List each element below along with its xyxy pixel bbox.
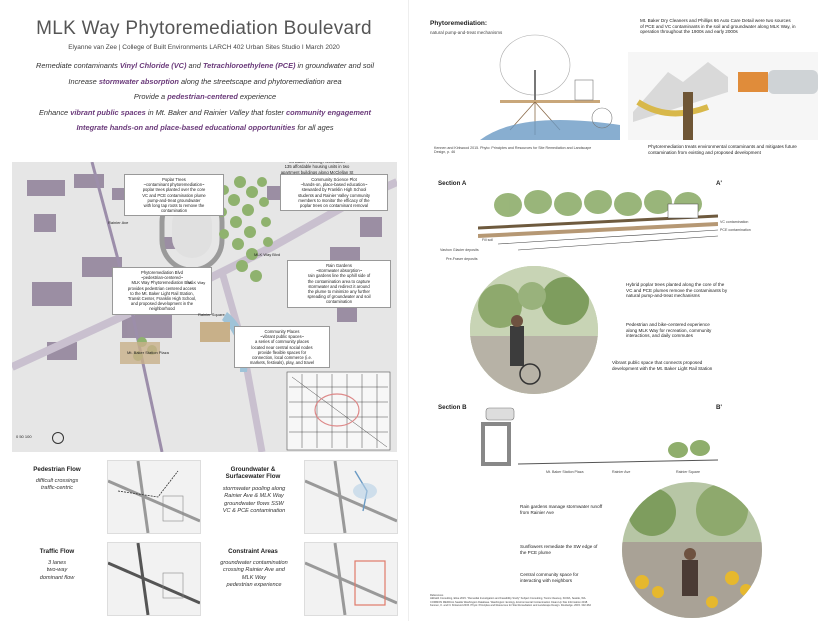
mlk-way-label: MLK Way	[188, 280, 206, 285]
analysis-title-constraints: Constraint Areas	[228, 548, 278, 555]
rainier-ave-label: Rainier Ave	[108, 220, 129, 225]
analysis-title-pedestrian: Pedestrian Flow	[33, 466, 81, 473]
groundwater-flow-diagram	[304, 460, 398, 534]
phytoremediation-blvd-note: Phytoremediation Blvd ~pedestrian-center…	[112, 267, 212, 315]
section-a-end-label: A'	[716, 180, 722, 187]
proposed-development-note: Proposed Development ~Mt Baker Housing A…	[280, 162, 354, 175]
scale-bar: 0 50 100	[16, 434, 32, 439]
site-analysis: Pedestrian Flow difficult crossings traf…	[12, 460, 398, 618]
analysis-desc-traffic: 3 lanes two-way dominant flow	[39, 560, 75, 581]
section-b-end-label: B'	[716, 404, 722, 411]
pce-contamination-label: PCE contamination	[720, 228, 751, 232]
station-plaza-section-label: Mt. Baker Station Plaza	[546, 470, 584, 474]
vashon-deposits-label: Vashon Glacier deposits	[440, 248, 479, 252]
site-plan-map: Proposed Development ~Mt Baker Housing A…	[12, 162, 397, 452]
pedestrian-flow-diagram	[107, 460, 201, 534]
section-b-drawing	[478, 402, 719, 472]
fill-soil-label: Fill soil	[482, 238, 493, 242]
analysis-desc-constraints: groundwater contamination crossing Raini…	[220, 560, 288, 589]
pre-fraser-deposits-label: Pre-Fraser deposits	[446, 257, 478, 261]
contamination-sources-illustration	[628, 52, 818, 140]
rain-gardens-caption: Rain gardens manage stormwater runoff fr…	[520, 504, 603, 515]
phyto-tree-diagram	[480, 30, 620, 140]
north-arrow-icon	[52, 432, 64, 444]
analysis-desc-groundwater: stormwater pooling along Rainier Ave & M…	[222, 486, 286, 515]
vc-contamination-label: VC contamination	[720, 220, 749, 224]
traffic-flow-diagram	[107, 542, 201, 616]
central-space-caption: Central community space for interacting …	[520, 572, 579, 583]
sunflowers-caption: Sunflowers remediate the SW edge of the …	[520, 544, 598, 555]
column-divider	[408, 0, 409, 621]
analysis-title-groundwater: Groundwater & Surfacewater Flow	[225, 466, 281, 480]
goal-pedestrian: Provide a pedestrian-centered experience	[133, 92, 277, 102]
section-a-label: Section A	[438, 180, 467, 187]
goals-list: Remediate contaminants Vinyl Chloride (V…	[20, 58, 390, 136]
phyto-heading: Phytoremediation:	[430, 20, 488, 27]
contamination-history: Mt. Baker Dry Cleaners and Phillips 66 A…	[640, 18, 796, 35]
rain-gardens-note: Rain Gardens ~stormwater absorption~ rai…	[287, 260, 391, 308]
phyto-treats-caption: Phytoremediation treats environmental co…	[648, 144, 797, 155]
section-a-perspective-image	[470, 266, 598, 394]
goal-public-space: Enhance vibrant public spaces in Mt. Bak…	[38, 107, 372, 117]
phyto-source: Kennen and Kirkwood 2015. Phyto: Princip…	[434, 146, 592, 155]
poplar-trees-caption: Hybrid poplar trees planted along the co…	[626, 282, 728, 299]
mlk-blvd-label: MLK Way Blvd	[254, 252, 281, 257]
analysis-desc-pedestrian: difficult crossings traffic-centric	[35, 478, 79, 492]
poster-title: MLK Way Phytoremediation Boulevard	[36, 18, 372, 39]
poster-author: Elyanne van Zee | College of Built Envir…	[68, 44, 340, 51]
rainier-square-label: Rainier Square	[198, 312, 225, 317]
vibrant-public-space-caption: Vibrant public space that connects propo…	[612, 360, 713, 371]
rainier-square-section-label: Rainier Square	[676, 470, 700, 474]
pedestrian-experience-caption: Pedestrian and bike-centered experience …	[626, 322, 712, 339]
station-plaza-label: Mt. Baker Station Plaza	[127, 350, 169, 355]
goal-contaminants: Remediate contaminants Vinyl Chloride (V…	[36, 61, 374, 70]
goal-stormwater: Increase stormwater absorption along the…	[68, 76, 342, 86]
phyto-subheading: natural pump-and-treat mechanisms	[430, 30, 503, 35]
analysis-title-traffic: Traffic Flow	[39, 548, 75, 555]
section-a-drawing	[477, 190, 719, 260]
goal-education: Integrate hands-on and place-based educa…	[76, 123, 334, 133]
poplar-trees-note: Poplar Trees ~contaminant phytoremediati…	[124, 174, 224, 217]
rainier-ave-section-label: Rainier Ave	[612, 470, 631, 474]
references: References Alkhatib Consulting, Elise 20…	[430, 594, 591, 608]
community-places-note: Community Places ~vibrant public spaces~…	[234, 326, 330, 369]
section-b-label: Section B	[438, 404, 467, 411]
constraint-areas-diagram	[304, 542, 398, 616]
science-plot-note: Community Science Plot ~hands-on, place-…	[280, 174, 388, 212]
